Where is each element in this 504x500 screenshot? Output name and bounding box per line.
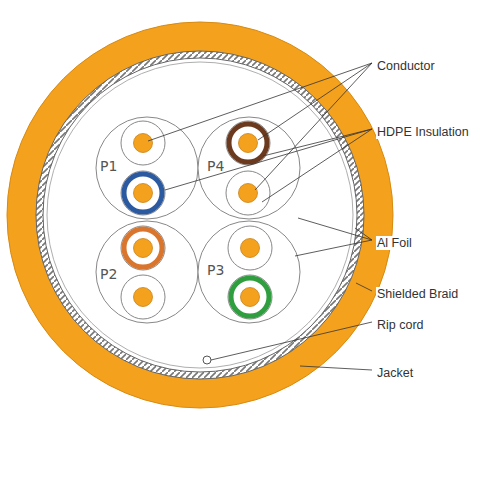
pair-number: P4 [207, 159, 224, 173]
pair-number: P2 [100, 267, 117, 281]
callout-label: Shielded Braid [376, 287, 459, 302]
callout-label-box: Al Foil [376, 233, 413, 251]
al-foil [43, 58, 357, 372]
callout-label-box: Conductor [376, 56, 436, 74]
callout-label: Al Foil [376, 236, 413, 251]
rip-cord [203, 356, 211, 364]
callout-label-box: Rip cord [376, 315, 425, 333]
foil-inner [47, 62, 353, 368]
jacket [7, 22, 393, 408]
pair-circle: P1 [94, 115, 200, 221]
callout-label-box: HDPE Insulation [376, 122, 470, 140]
callout-label: HDPE Insulation [376, 125, 470, 140]
pair-number: P3 [207, 263, 224, 277]
pair-circle: P3 [196, 219, 302, 325]
pair-number: P1 [100, 159, 117, 173]
callout-label-box: Shielded Braid [376, 284, 459, 302]
callout-label-box: Jacket [376, 363, 414, 381]
callout-label: Jacket [376, 366, 414, 381]
callout-label: Rip cord [376, 318, 425, 333]
callout-label: Conductor [376, 59, 436, 74]
pair-circle: P4 [196, 115, 302, 221]
pair-circle: P2 [94, 219, 200, 325]
shielded-braid [36, 51, 364, 379]
